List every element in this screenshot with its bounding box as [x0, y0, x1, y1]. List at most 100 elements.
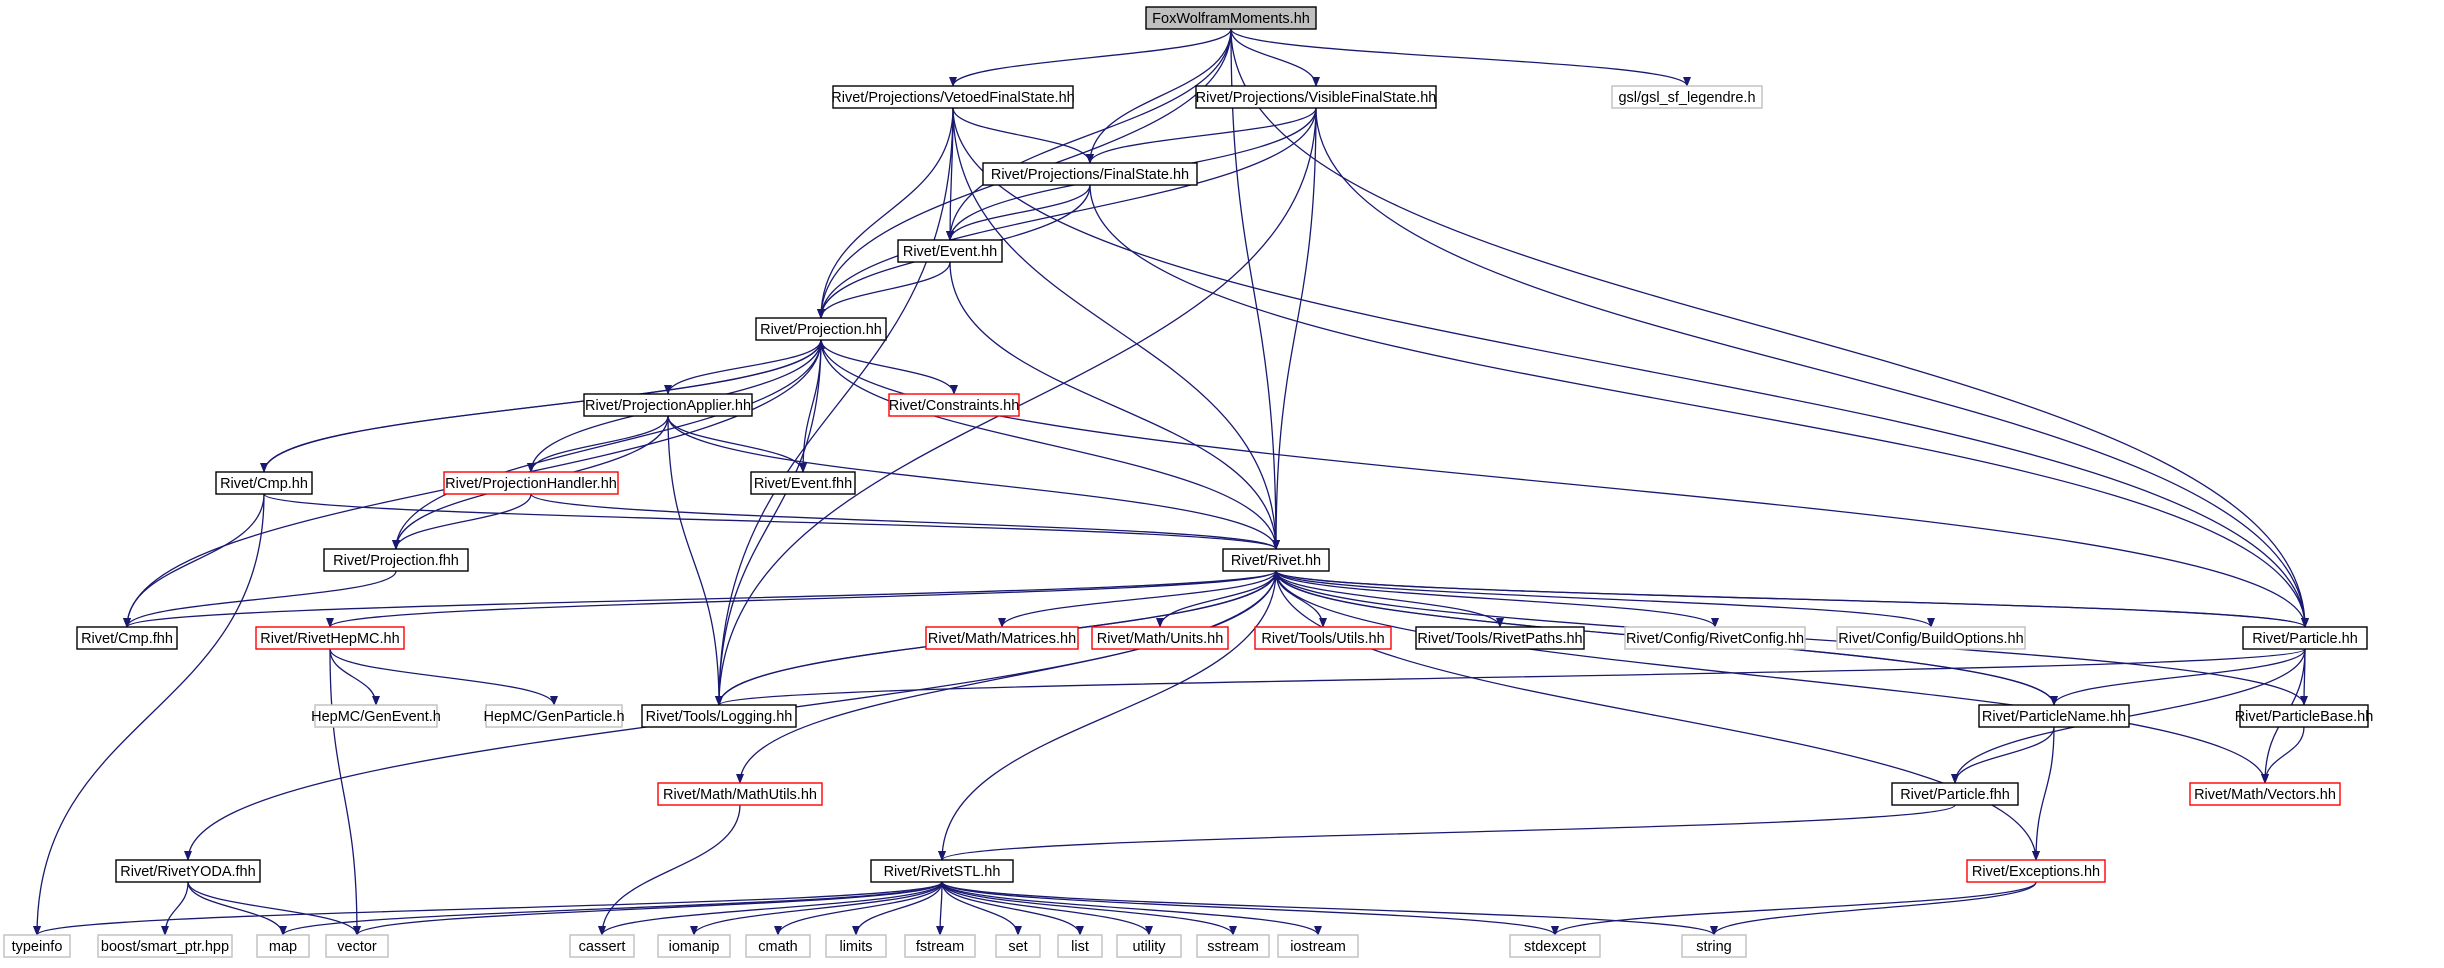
- node-label-exceptions: Rivet/Exceptions.hh: [1972, 864, 2100, 880]
- node-finalstate[interactable]: Rivet/Projections/FinalState.hh: [982, 162, 1198, 186]
- node-particlename[interactable]: Rivet/ParticleName.hh: [1978, 704, 2130, 728]
- node-projfhh[interactable]: Rivet/Projection.fhh: [323, 548, 469, 572]
- node-event[interactable]: Rivet/Event.hh: [897, 239, 1003, 263]
- node-yoda[interactable]: Rivet/RivetYODA.fhh: [115, 859, 261, 883]
- node-typeinfo: typeinfo: [3, 934, 71, 958]
- node-label-cmath: cmath: [758, 939, 798, 955]
- edge-projection-to-eventfhh: [799, 339, 822, 473]
- edge-stl-to-utility: [941, 881, 1153, 936]
- edge-rivet-to-mathutils: [736, 570, 1277, 784]
- edge-stl-to-list: [941, 881, 1084, 936]
- node-box-event: [897, 239, 1003, 263]
- node-box-utils: [1254, 626, 1392, 650]
- node-box-stdexcept: [1509, 934, 1601, 958]
- edge-stl-to-iomanip: [690, 881, 943, 936]
- node-eventfhh[interactable]: Rivet/Event.fhh: [750, 471, 856, 495]
- node-label-projfhh: Rivet/Projection.fhh: [333, 553, 459, 569]
- node-genparticle: HepMC/GenParticle.h: [483, 704, 625, 728]
- node-box-particle: [2242, 626, 2368, 650]
- node-box-genevent: [314, 704, 438, 728]
- node-box-rivet: [1222, 548, 1330, 572]
- node-label-vetoed: Rivet/Projections/VetoedFinalState.hh: [831, 90, 1074, 106]
- node-label-mathutils: Rivet/Math/MathUtils.hh: [663, 787, 817, 803]
- node-box-units: [1091, 626, 1229, 650]
- node-box-particlebase: [2239, 704, 2369, 728]
- node-label-fstream: fstream: [916, 939, 964, 955]
- node-vectors: Rivet/Math/Vectors.hh: [2189, 782, 2341, 806]
- edge-rivet-to-rivetconfig: [1275, 570, 1719, 628]
- edge-hepmc-to-genevent: [329, 648, 380, 706]
- edge-rivet-to-units: [1156, 570, 1277, 628]
- node-box-projhandler: [443, 471, 619, 495]
- node-label-particle: Rivet/Particle.hh: [2252, 631, 2358, 647]
- node-box-fstream: [904, 934, 976, 958]
- edge-vetoed-to-logging: [715, 107, 954, 706]
- node-box-iomanip: [657, 934, 731, 958]
- node-cmp[interactable]: Rivet/Cmp.hh: [215, 471, 313, 495]
- node-label-projhandler: Rivet/ProjectionHandler.hh: [445, 476, 617, 492]
- node-label-particlebase: Rivet/ParticleBase.hh: [2235, 709, 2374, 725]
- edge-projhandler-to-rivet: [530, 493, 1280, 550]
- node-gsl: gsl/gsl_sf_legendre.h: [1611, 85, 1763, 109]
- node-projection[interactable]: Rivet/Projection.hh: [755, 317, 887, 341]
- node-rivet[interactable]: Rivet/Rivet.hh: [1222, 548, 1330, 572]
- edge-projapplier-to-rivet: [667, 415, 1280, 550]
- node-label-iostream: iostream: [1290, 939, 1346, 955]
- node-box-buildoptions: [1836, 626, 2026, 650]
- node-box-list: [1057, 934, 1103, 958]
- edge-fwm-to-visible: [1230, 28, 1320, 87]
- edge-cmp-to-cmpfhh: [123, 493, 265, 628]
- node-label-genparticle: HepMC/GenParticle.h: [483, 709, 624, 725]
- node-particlefhh[interactable]: Rivet/Particle.fhh: [1891, 782, 2019, 806]
- node-box-projfhh: [323, 548, 469, 572]
- node-utils: Rivet/Tools/Utils.hh: [1254, 626, 1392, 650]
- node-vetoed[interactable]: Rivet/Projections/VetoedFinalState.hh: [831, 85, 1075, 109]
- edge-yoda-to-vector: [187, 881, 361, 936]
- node-box-projapplier: [583, 393, 753, 417]
- node-particle[interactable]: Rivet/Particle.hh: [2242, 626, 2368, 650]
- edge-visible-to-rivet: [1272, 107, 1317, 550]
- edge-projhandler-to-projfhh: [392, 493, 532, 550]
- edge-event-to-projection: [817, 261, 951, 319]
- node-logging[interactable]: Rivet/Tools/Logging.hh: [641, 704, 797, 728]
- node-label-set: set: [1008, 939, 1027, 955]
- node-label-cmp: Rivet/Cmp.hh: [220, 476, 308, 492]
- node-box-iostream: [1277, 934, 1359, 958]
- edge-mathutils-to-cassert: [598, 804, 741, 936]
- node-rivetconfig: Rivet/Config/RivetConfig.hh: [1624, 626, 1806, 650]
- node-utility: utility: [1116, 934, 1182, 958]
- node-box-constraints: [888, 393, 1020, 417]
- node-label-event: Rivet/Event.hh: [903, 244, 997, 260]
- node-visible[interactable]: Rivet/Projections/VisibleFinalState.hh: [1195, 85, 1437, 109]
- edge-cmp-to-rivet: [263, 493, 1280, 550]
- node-stl[interactable]: Rivet/RivetSTL.hh: [870, 859, 1014, 883]
- edge-projection-to-projapplier: [664, 339, 822, 395]
- edge-vetoed-to-particle: [952, 107, 2309, 628]
- edge-vetoed-to-projection: [817, 107, 954, 319]
- node-box-logging: [641, 704, 797, 728]
- node-box-mathutils: [657, 782, 823, 806]
- node-cmpfhh[interactable]: Rivet/Cmp.fhh: [76, 626, 178, 650]
- node-units: Rivet/Math/Units.hh: [1091, 626, 1229, 650]
- edge-projfhh-to-cmpfhh: [123, 570, 397, 628]
- edge-rivet-to-buildoptions: [1275, 570, 1935, 628]
- node-label-projection: Rivet/Projection.hh: [760, 322, 882, 338]
- node-label-finalstate: Rivet/Projections/FinalState.hh: [991, 167, 1189, 183]
- edge-fwm-to-gsl: [1230, 28, 1691, 87]
- node-rivetpaths[interactable]: Rivet/Tools/RivetPaths.hh: [1415, 626, 1585, 650]
- node-box-rivetconfig: [1624, 626, 1806, 650]
- node-projapplier[interactable]: Rivet/ProjectionApplier.hh: [583, 393, 753, 417]
- node-map: map: [256, 934, 310, 958]
- node-set: set: [995, 934, 1041, 958]
- node-particlebase[interactable]: Rivet/ParticleBase.hh: [2235, 704, 2374, 728]
- node-box-cassert: [569, 934, 635, 958]
- node-constraints: Rivet/Constraints.hh: [888, 393, 1020, 417]
- edge-cmp-to-typeinfo: [33, 493, 265, 936]
- edge-stl-to-typeinfo: [33, 881, 943, 936]
- edge-cmp-to-projection: [263, 339, 825, 473]
- edge-visible-to-projection: [817, 107, 1317, 319]
- node-cassert: cassert: [569, 934, 635, 958]
- node-label-limits: limits: [839, 939, 872, 955]
- node-fwm: FoxWolframMoments.hh: [1145, 6, 1317, 30]
